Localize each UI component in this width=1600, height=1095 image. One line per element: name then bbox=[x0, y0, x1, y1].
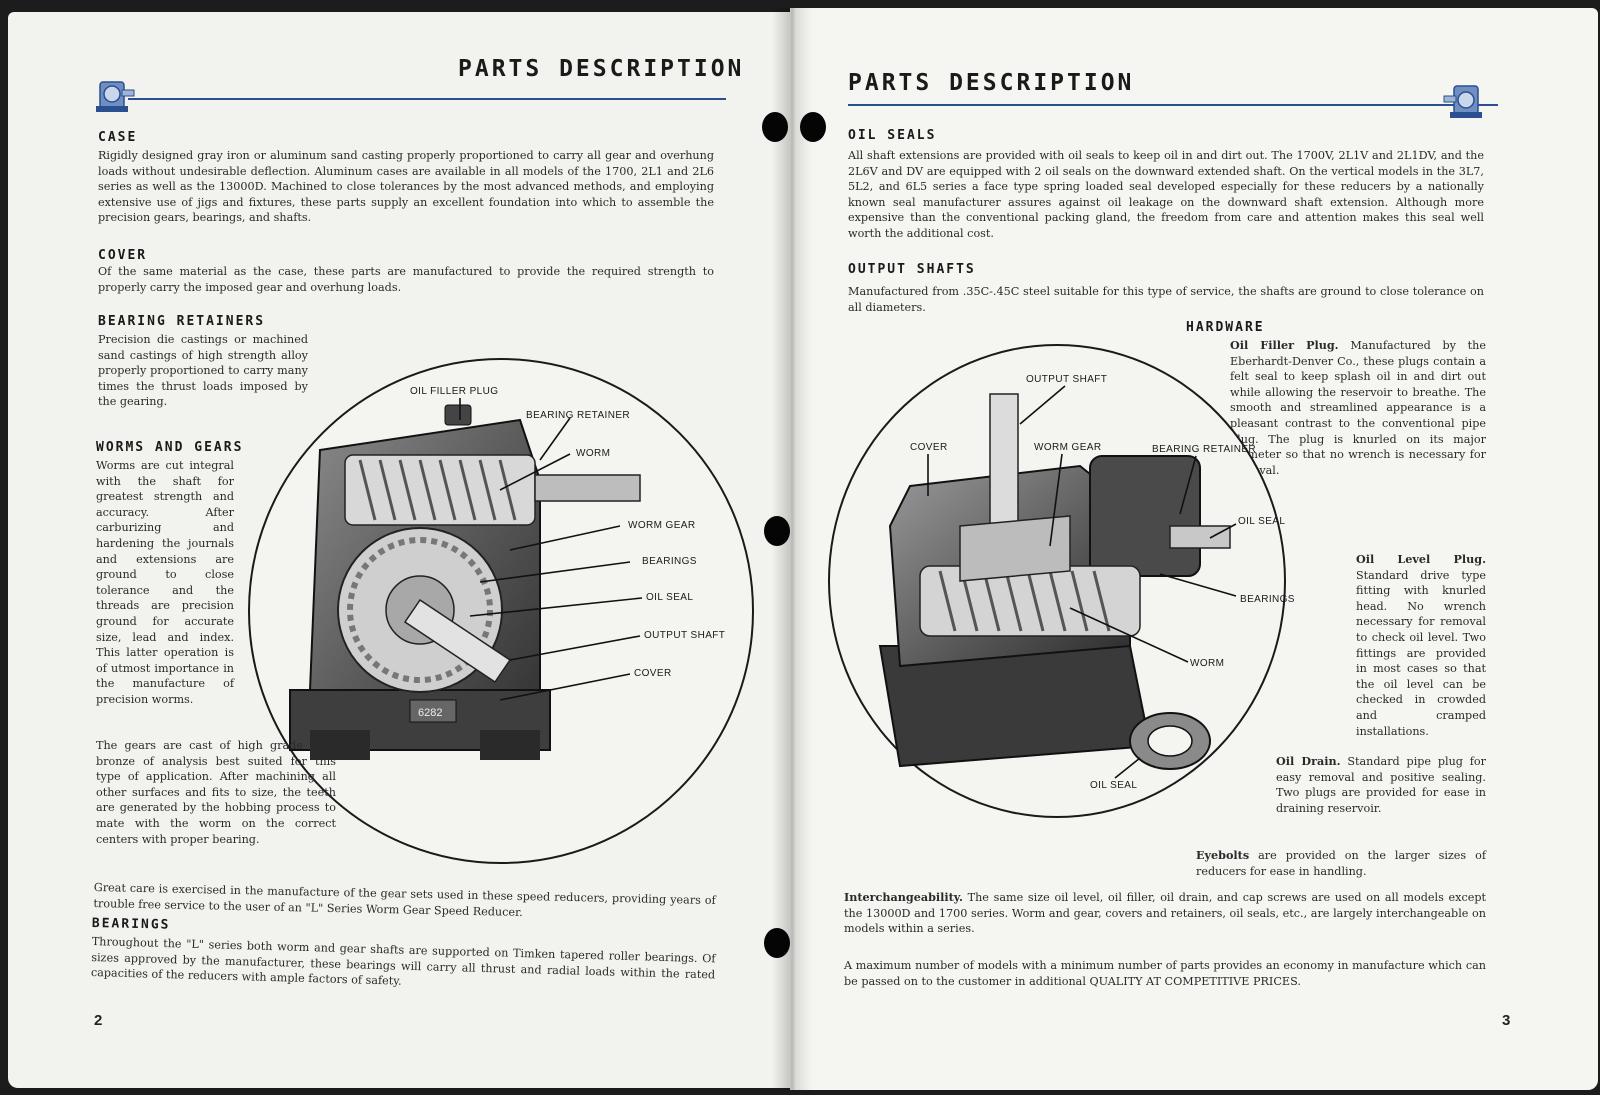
label-output-shaft-right: OUTPUT SHAFT bbox=[1026, 374, 1108, 385]
left-page: PARTS DESCRIPTION CASE Rigidly designed … bbox=[8, 12, 790, 1088]
oil-seals-body: All shaft extensions are provided with o… bbox=[848, 149, 1484, 240]
left-reducer-diagram: 6282 OIL FILLER PLUG BEARING RETAINER WO… bbox=[248, 358, 754, 864]
output-shafts-body: Manufactured from .35C-.45C steel suitab… bbox=[848, 285, 1484, 314]
eyebolts-title: Eyebolts bbox=[1196, 848, 1250, 862]
bearing-retainers-body: Precision die castings or machined sand … bbox=[98, 333, 308, 409]
case-body: Rigidly designed gray iron or aluminum s… bbox=[98, 149, 714, 225]
great-care-body: Great care is exercised in the manufactu… bbox=[93, 880, 716, 919]
right-reducer-diagram: OUTPUT SHAFT COVER WORM GEAR BEARING RET… bbox=[828, 344, 1294, 818]
label-cover-right: COVER bbox=[910, 442, 948, 453]
gear-reducer-icon-right bbox=[1443, 85, 1482, 118]
oil-level-plug-title: Oil Level Plug. bbox=[1356, 552, 1486, 566]
output-shafts-title: OUTPUT SHAFTS bbox=[848, 262, 976, 277]
right-header-rule bbox=[848, 104, 1498, 106]
label-oil-filler-plug: OIL FILLER PLUG bbox=[410, 386, 499, 397]
binder-hole bbox=[800, 112, 826, 142]
right-page: PARTS DESCRIPTION OIL SEALS All shaft ex… bbox=[790, 8, 1598, 1090]
right-page-number: 3 bbox=[1502, 1012, 1511, 1029]
eyebolts-body: are provided on the larger sizes of redu… bbox=[1196, 849, 1486, 878]
oil-drain-title: Oil Drain. bbox=[1276, 754, 1341, 768]
bearings-body: Throughout the "L" series both worm and … bbox=[90, 934, 716, 988]
label-oil-seal: OIL SEAL bbox=[646, 592, 694, 603]
oil-drain-body: Standard pipe plug for easy removal and … bbox=[1276, 755, 1486, 815]
casting-number: 6282 bbox=[418, 707, 442, 719]
oil-seals-title: OIL SEALS bbox=[848, 128, 937, 143]
label-oil-seal-right: OIL SEAL bbox=[1238, 516, 1286, 527]
oil-drain-paragraph: Oil Drain. Standard pipe plug for easy r… bbox=[1276, 754, 1486, 816]
worms-body: Worms are cut integral with the shaft fo… bbox=[96, 459, 234, 706]
oil-level-plug-paragraph: Oil Level Plug. Standard drive type fitt… bbox=[1356, 552, 1486, 739]
interchangeability-body: The same size oil level, oil filler, oil… bbox=[844, 891, 1487, 936]
left-page-number: 2 bbox=[94, 1012, 103, 1029]
bearings-title: BEARINGS bbox=[91, 916, 171, 933]
interchangeability-title: Interchangeability. bbox=[844, 890, 963, 904]
left-page-heading: PARTS DESCRIPTION bbox=[458, 56, 745, 82]
vertical-reducer-illustration bbox=[878, 385, 1237, 779]
binder-hole bbox=[764, 928, 790, 958]
label-worm-gear-right: WORM GEAR bbox=[1034, 442, 1102, 453]
binder-hole bbox=[764, 516, 790, 546]
label-oil-seal-bottom: OIL SEAL bbox=[1090, 780, 1138, 791]
cover-title: COVER bbox=[98, 248, 148, 263]
cover-body: Of the same material as the case, these … bbox=[98, 265, 714, 294]
label-worm: WORM bbox=[576, 448, 611, 459]
label-worm-gear: WORM GEAR bbox=[628, 520, 696, 531]
label-output-shaft: OUTPUT SHAFT bbox=[644, 630, 726, 641]
bearing-retainers-title: BEARING RETAINERS bbox=[98, 314, 266, 329]
binder-hole bbox=[762, 112, 788, 142]
right-page-heading: PARTS DESCRIPTION bbox=[848, 70, 1135, 96]
gears-body: The gears are cast of high grade gear br… bbox=[96, 739, 336, 846]
case-title: CASE bbox=[98, 130, 138, 145]
oil-filler-plug-title: Oil Filler Plug. bbox=[1230, 338, 1339, 352]
hardware-title: HARDWARE bbox=[1186, 320, 1265, 335]
label-bearings: BEARINGS bbox=[642, 556, 697, 567]
closing-paragraph: A maximum number of models with a minimu… bbox=[844, 959, 1486, 988]
gear-reducer-icon bbox=[96, 81, 135, 112]
label-cover: COVER bbox=[634, 668, 672, 679]
label-bearing-retainer: BEARING RETAINER bbox=[526, 410, 631, 421]
label-worm-right: WORM bbox=[1190, 658, 1225, 669]
label-bearings-right: BEARINGS bbox=[1240, 594, 1295, 605]
left-header-rule bbox=[128, 98, 726, 100]
horizontal-reducer-illustration: 6282 bbox=[289, 398, 643, 760]
interchangeability-paragraph: Interchangeability. The same size oil le… bbox=[844, 890, 1486, 937]
eyebolts-paragraph: Eyebolts are provided on the larger size… bbox=[1196, 848, 1486, 879]
oil-level-plug-body: Standard drive type fitting with knurled… bbox=[1356, 568, 1486, 738]
worms-and-gears-title: WORMS AND GEARS bbox=[96, 440, 244, 455]
label-bearing-retainer-right: BEARING RETAINER bbox=[1152, 444, 1257, 455]
